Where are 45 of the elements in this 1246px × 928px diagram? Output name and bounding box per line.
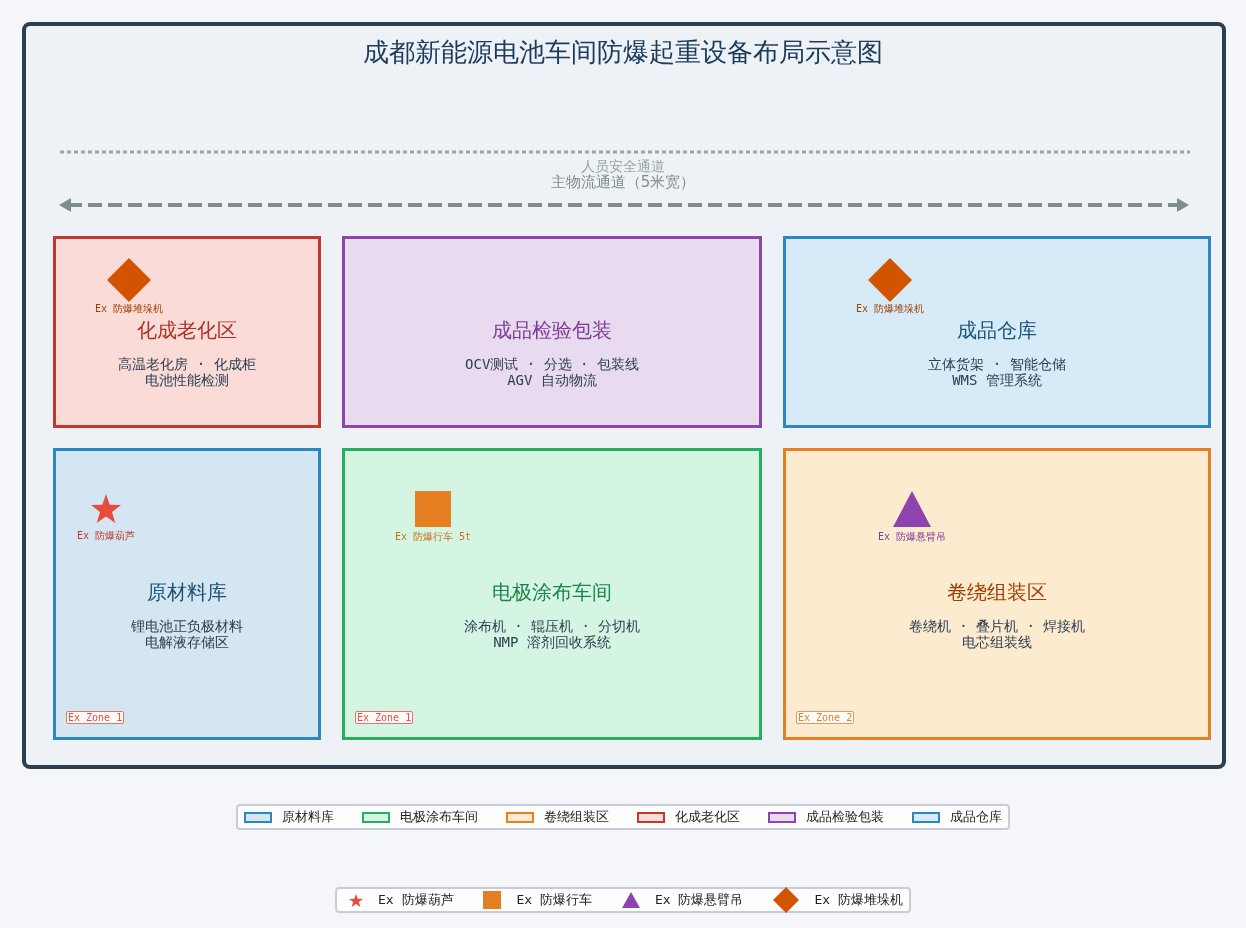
zone-title: 原材料库 bbox=[147, 580, 227, 604]
equipment-label: Ex 防爆行车 5t bbox=[394, 531, 472, 543]
zone-title: 成品仓库 bbox=[957, 318, 1037, 342]
legend-label: 成品检验包装 bbox=[806, 809, 884, 825]
equipment-label: Ex 防爆葫芦 bbox=[76, 529, 136, 542]
zone-area bbox=[53, 236, 321, 428]
legend-label: Ex 防爆悬臂吊 bbox=[655, 892, 744, 908]
zone-area bbox=[783, 236, 1211, 428]
zone-area bbox=[53, 448, 321, 740]
equipment-label: Ex 防爆堆垛机 bbox=[855, 303, 925, 315]
zone-description: 涂布机 · 辊压机 · 分切机 bbox=[463, 618, 641, 634]
zone-description: 电解液存储区 bbox=[145, 634, 229, 650]
zone-title: 电极涂布车间 bbox=[492, 580, 612, 604]
zone-description: 立体货架 · 智能仓储 bbox=[928, 356, 1066, 372]
zone-description: AGV 自动物流 bbox=[507, 372, 597, 388]
zone-area bbox=[342, 236, 762, 428]
zone-title: 卷绕组装区 bbox=[947, 580, 1047, 604]
zone-description: 锂电池正负极材料 bbox=[131, 618, 243, 634]
ex-zone-tag: Ex Zone 1 bbox=[355, 711, 414, 724]
equipment-label: Ex 防爆悬臂吊 bbox=[877, 531, 947, 543]
legend-label: 成品仓库 bbox=[950, 809, 1002, 825]
legend-label: Ex 防爆葫芦 bbox=[378, 892, 454, 908]
zone-title: 化成老化区 bbox=[137, 318, 237, 342]
passage-label: 主物流通道（5米宽） bbox=[550, 174, 696, 190]
zone-description: WMS 管理系统 bbox=[952, 372, 1042, 388]
zone-area bbox=[783, 448, 1211, 740]
legend-label: 化成老化区 bbox=[675, 809, 740, 825]
zone-area bbox=[342, 448, 762, 740]
ex-zone-tag: Ex Zone 1 bbox=[66, 711, 125, 724]
legend-label: 电极涂布车间 bbox=[400, 809, 478, 825]
zone-description: 卷绕机 · 叠片机 · 焊接机 bbox=[908, 618, 1086, 634]
passage-label: 人员安全通道 bbox=[581, 158, 665, 174]
zone-description: 电芯组装线 bbox=[962, 634, 1032, 650]
ex-zone-tag: Ex Zone 2 bbox=[796, 711, 855, 724]
legend-label: Ex 防爆行车 bbox=[516, 892, 592, 908]
diagram-title: 成都新能源电池车间防爆起重设备布局示意图 bbox=[363, 36, 883, 68]
equipment-label: Ex 防爆堆垛机 bbox=[94, 303, 164, 315]
zone-description: 电池性能检测 bbox=[145, 372, 229, 388]
zone-description: OCV测试 · 分选 · 包装线 bbox=[465, 356, 639, 372]
zone-title: 成品检验包装 bbox=[492, 318, 612, 342]
legend-label: Ex 防爆堆垛机 bbox=[814, 892, 903, 908]
zone-description: 高温老化房 · 化成柜 bbox=[118, 356, 256, 372]
legend-label: 原材料库 bbox=[282, 809, 334, 825]
zone-description: NMP 溶剂回收系统 bbox=[493, 634, 611, 650]
legend-label: 卷绕组装区 bbox=[544, 809, 609, 825]
